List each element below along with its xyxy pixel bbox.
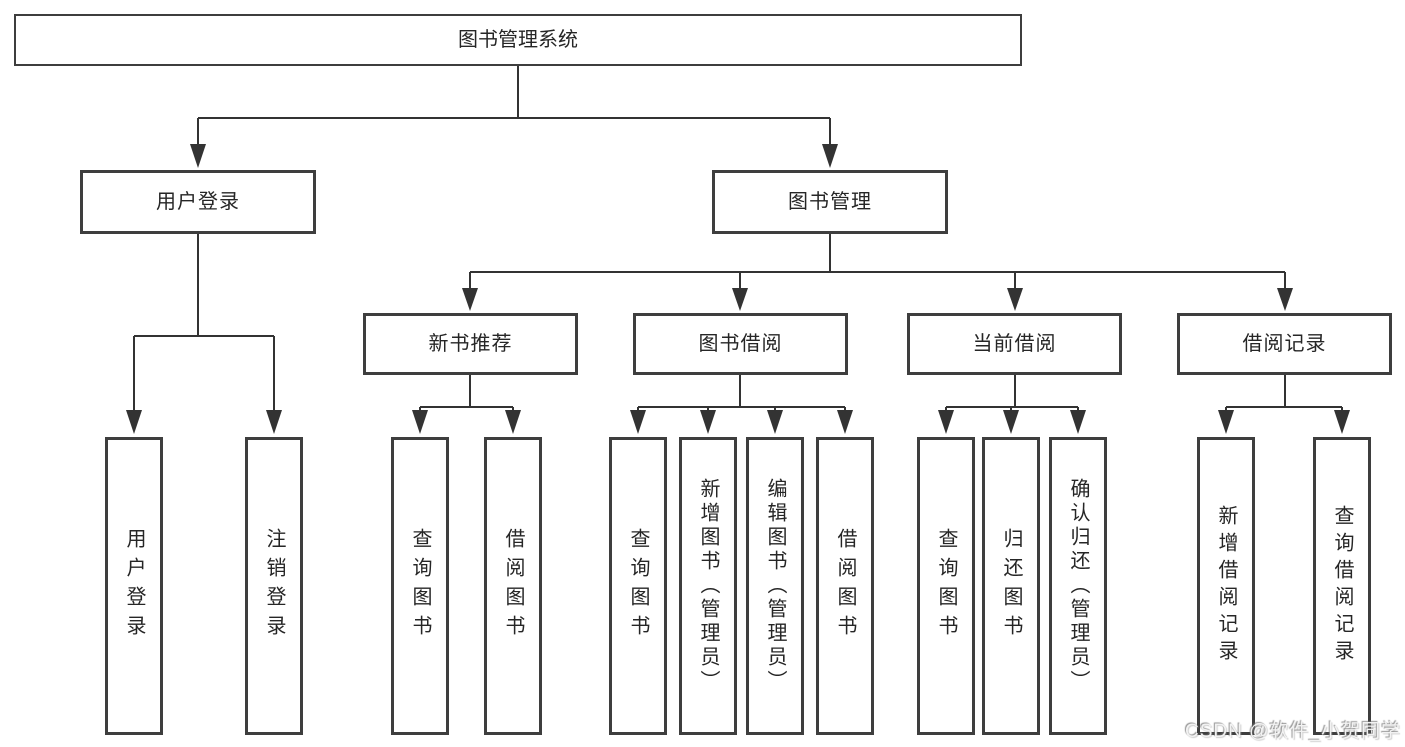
leaf-query-borrow-record: 查询借阅记录 bbox=[1313, 437, 1371, 735]
arrowhead bbox=[412, 410, 428, 434]
arrowhead bbox=[266, 410, 282, 434]
arrowheads bbox=[126, 144, 1350, 434]
leaf-query-books-recommend-label: 查询图书 bbox=[409, 528, 431, 644]
node-library-system: 图书管理系统 bbox=[14, 14, 1022, 66]
arrowhead bbox=[462, 288, 478, 311]
arrowhead bbox=[630, 410, 646, 434]
arrowhead bbox=[1003, 410, 1019, 434]
arrowhead bbox=[1277, 288, 1293, 311]
connector-paths bbox=[133, 66, 1343, 413]
leaf-borrow-books-borrow: 借阅图书 bbox=[816, 437, 874, 735]
leaf-query-books-borrow-label: 查询图书 bbox=[627, 528, 649, 644]
arrowhead bbox=[732, 288, 748, 311]
arrowhead bbox=[822, 144, 838, 168]
arrowhead bbox=[767, 410, 783, 434]
leaf-query-books-recommend: 查询图书 bbox=[391, 437, 449, 735]
leaf-borrow-books-recommend-label: 借阅图书 bbox=[502, 528, 524, 644]
arrowhead bbox=[700, 410, 716, 434]
arrowhead bbox=[190, 144, 206, 168]
leaf-query-books-current-label: 查询图书 bbox=[935, 528, 957, 644]
leaf-logout-label: 注销登录 bbox=[263, 528, 285, 644]
leaf-add-borrow-record-label: 新增借阅记录 bbox=[1215, 505, 1237, 667]
node-user-login-label: 用户登录 bbox=[156, 191, 240, 213]
arrowhead bbox=[505, 410, 521, 434]
node-user-login: 用户登录 bbox=[80, 170, 316, 234]
leaf-edit-book-admin-label: 编辑图书（管理员） bbox=[764, 478, 786, 694]
node-book-borrow: 图书借阅 bbox=[633, 313, 848, 375]
node-new-book-recommend-label: 新书推荐 bbox=[428, 333, 513, 355]
node-borrow-records-label: 借阅记录 bbox=[1242, 333, 1327, 355]
arrowhead bbox=[1070, 410, 1086, 434]
arrowhead bbox=[1007, 288, 1023, 311]
node-library-system-label: 图书管理系统 bbox=[458, 29, 578, 51]
leaf-add-book-admin-label: 新增图书（管理员） bbox=[697, 478, 719, 694]
leaf-borrow-books-recommend: 借阅图书 bbox=[484, 437, 542, 735]
arrowhead bbox=[1218, 410, 1234, 434]
node-borrow-records: 借阅记录 bbox=[1177, 313, 1392, 375]
arrowhead bbox=[1334, 410, 1350, 434]
leaf-user-login: 用户登录 bbox=[105, 437, 163, 735]
leaf-query-books-current: 查询图书 bbox=[917, 437, 975, 735]
node-book-management-label: 图书管理 bbox=[788, 191, 872, 213]
leaf-confirm-return-admin: 确认归还（管理员） bbox=[1049, 437, 1107, 735]
arrowhead bbox=[126, 410, 142, 434]
leaf-query-borrow-record-label: 查询借阅记录 bbox=[1331, 505, 1353, 667]
leaf-confirm-return-admin-label: 确认归还（管理员） bbox=[1067, 478, 1089, 694]
arrowhead bbox=[938, 410, 954, 434]
leaf-add-book-admin: 新增图书（管理员） bbox=[679, 437, 737, 735]
leaf-borrow-books-borrow-label: 借阅图书 bbox=[834, 528, 856, 644]
node-current-borrow: 当前借阅 bbox=[907, 313, 1122, 375]
node-book-borrow-label: 图书借阅 bbox=[698, 333, 783, 355]
arrowhead bbox=[837, 410, 853, 434]
leaf-return-book: 归还图书 bbox=[982, 437, 1040, 735]
leaf-return-book-label: 归还图书 bbox=[1000, 528, 1022, 644]
node-current-borrow-label: 当前借阅 bbox=[972, 333, 1057, 355]
leaf-edit-book-admin: 编辑图书（管理员） bbox=[746, 437, 804, 735]
node-book-management: 图书管理 bbox=[712, 170, 948, 234]
leaf-logout: 注销登录 bbox=[245, 437, 303, 735]
node-new-book-recommend: 新书推荐 bbox=[363, 313, 578, 375]
leaf-query-books-borrow: 查询图书 bbox=[609, 437, 667, 735]
leaf-add-borrow-record: 新增借阅记录 bbox=[1197, 437, 1255, 735]
leaf-user-login-label: 用户登录 bbox=[123, 528, 145, 644]
